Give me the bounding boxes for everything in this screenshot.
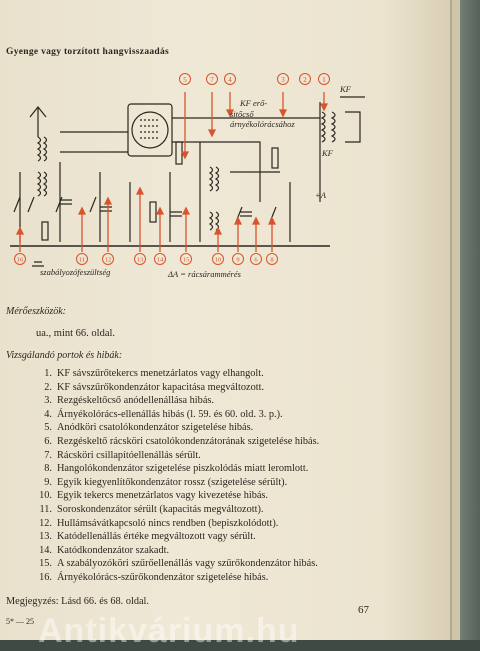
fault-text: Rezgéskeltőcső anódellenállása hibás. xyxy=(57,395,214,407)
fault-item: 11. Soroskondenzátor sérült (kapacitás me… xyxy=(36,503,436,517)
marker: 13 xyxy=(137,257,144,264)
fault-number: 9. xyxy=(44,476,52,488)
label-plus-a: +A xyxy=(315,190,326,200)
fault-item: 2. KF sávszűrőkondenzátor kapacitása megv… xyxy=(36,381,436,395)
marker: 15 xyxy=(183,257,190,264)
fault-number: 5. xyxy=(44,422,52,434)
marker: 9 xyxy=(236,257,239,264)
marker: 5 xyxy=(183,76,187,84)
page-title: Gyenge vagy torzított hangvisszaadás xyxy=(6,47,170,57)
fault-text: A szabályozóköri szűrőellenállás vagy sz… xyxy=(57,558,318,570)
fault-item: 5. Anódköri csatolókondenzátor szigetelés… xyxy=(36,421,436,435)
fault-item: 9. Egyik kiegyenlítőkondenzátor rossz (sz… xyxy=(36,476,436,490)
fault-text: Rezgéskeltő rácsköri csatolókondenzátorá… xyxy=(57,435,320,447)
fault-text: Katódkondenzátor szakadt. xyxy=(57,544,170,556)
fault-number: 2. xyxy=(44,381,52,393)
watermark: Antikvárium.hu xyxy=(38,612,300,650)
marker: 3 xyxy=(281,76,285,84)
bottom-markers: 16 11 12 13 14 15 10 9 6 8 xyxy=(14,253,278,265)
fault-number: 6. xyxy=(44,435,52,447)
fault-number: 10. xyxy=(39,490,52,502)
printer-signature: 5* — 25 xyxy=(6,617,34,626)
fault-number: 4. xyxy=(44,408,52,420)
faults-list: 1. KF sávszűrőtekercs menetzárlatos vagy … xyxy=(36,367,436,585)
label-kf-side: KF xyxy=(322,148,333,158)
marker: 6 xyxy=(254,257,258,264)
marker: 14 xyxy=(157,257,164,264)
marker: 7 xyxy=(210,76,214,84)
marker: 1 xyxy=(322,76,326,84)
top-markers: 5 7 4 3 2 1 xyxy=(179,73,330,85)
faults-heading: Vizsgálandó portok és hibák: xyxy=(6,350,123,361)
circuit-schematic: 5 7 4 3 2 1 16 11 12 13 xyxy=(10,73,365,267)
fault-number: 11. xyxy=(39,503,53,515)
fault-number: 14. xyxy=(39,544,52,556)
fault-item: 10. Egyik tekercs menetzárlatos vagy kive… xyxy=(36,489,436,503)
marker: 16 xyxy=(17,257,24,264)
fault-item: 8. Hangolókondenzátor szigetelése piszkol… xyxy=(36,462,436,476)
fault-item: 6. Rezgéskeltő rácsköri csatolókondenzáto… xyxy=(36,435,436,449)
fault-item: 16. Árnyékolórács-szűrőkondenzátor sziget… xyxy=(36,571,436,585)
fault-item: 3. Rezgéskeltőcső anódellenállása hibás. xyxy=(36,394,436,408)
marker: 10 xyxy=(215,257,222,264)
page-stack xyxy=(452,0,460,640)
fault-text: KF sávszűrőtekercs menetzárlatos vagy el… xyxy=(57,368,264,379)
fault-number: 13. xyxy=(39,531,52,543)
fault-text: Egyik tekercs menetzárlatos vagy kivezet… xyxy=(57,490,269,502)
fault-item: 14. Katódkondenzátor szakadt. xyxy=(36,544,436,558)
fault-text: KF sávszűrőkondenzátor kapacitása megvál… xyxy=(57,381,265,393)
fault-text: Rácsköri csillapítóellenállás sérült. xyxy=(57,449,201,461)
fault-item: 7. Rácsköri csillapítóellenállás sérült. xyxy=(36,449,436,463)
fault-item: 15. A szabályozóköri szűrőellenállás vagy… xyxy=(36,557,436,571)
fault-text: Soroskondenzátor sérült (kapacitás megvá… xyxy=(57,503,264,515)
fault-item: 4. Árnyékolórács-ellenállás hibás (l. 59.… xyxy=(36,408,436,422)
marker: 12 xyxy=(105,257,112,264)
fault-number: 1. xyxy=(44,368,52,379)
fault-text: Anódköri csatolókondenzátor szigetelése … xyxy=(57,422,254,434)
fault-number: 3. xyxy=(44,395,52,407)
measuring-tools-heading: Mérőeszközök: xyxy=(6,306,66,317)
label-kf-top: KF xyxy=(340,84,351,94)
fault-text: Hullámsávátkapcsoló nincs rendben (bepis… xyxy=(57,517,279,529)
fault-text: Katódellenállás értéke megváltozott vagy… xyxy=(57,531,256,543)
fault-text: Árnyékolórács-ellenállás hibás (l. 59. é… xyxy=(57,408,283,420)
marker: 2 xyxy=(303,76,307,84)
fault-item: 13. Katódellenállás értéke megváltozott v… xyxy=(36,530,436,544)
fault-text: Egyik kiegyenlítőkondenzátor rossz (szig… xyxy=(57,476,288,488)
fault-number: 15. xyxy=(39,558,52,570)
marker: 4 xyxy=(228,76,232,84)
label-kf-ero: KF erő- xyxy=(240,98,268,108)
fault-number: 7. xyxy=(44,449,52,461)
page-number: 67 xyxy=(358,604,369,616)
fault-number: 8. xyxy=(44,463,52,475)
label-szabalyozo: szabályozófeszültség xyxy=(40,267,111,277)
fault-item: 1. KF sávszűrőtekercs menetzárlatos vagy … xyxy=(36,367,436,381)
footnote: Megjegyzés: Lásd 66. és 68. oldal. xyxy=(6,596,149,607)
fault-text: Árnyékolórács-szűrőkondenzátor szigetelé… xyxy=(57,571,269,583)
label-racsaram: ΔA = rácsárammérés xyxy=(168,269,241,279)
marker: 11 xyxy=(79,257,85,264)
fault-text: Hangolókondenzátor szigetelése piszkolód… xyxy=(57,463,309,475)
label-sito: sitőcső árnyékolórácsához xyxy=(230,109,295,129)
fault-item: 12. Hullámsávátkapcsoló nincs rendben (be… xyxy=(36,517,436,531)
book-page: Gyenge vagy torzított hangvisszaadás xyxy=(0,0,450,640)
fault-number: 12. xyxy=(39,517,52,529)
fault-number: 16. xyxy=(39,571,52,583)
marker: 8 xyxy=(270,257,273,264)
circuit-diagram: 5 7 4 3 2 1 16 11 12 13 xyxy=(0,62,380,279)
measuring-tools-text: ua., mint 66. oldal. xyxy=(36,328,116,339)
